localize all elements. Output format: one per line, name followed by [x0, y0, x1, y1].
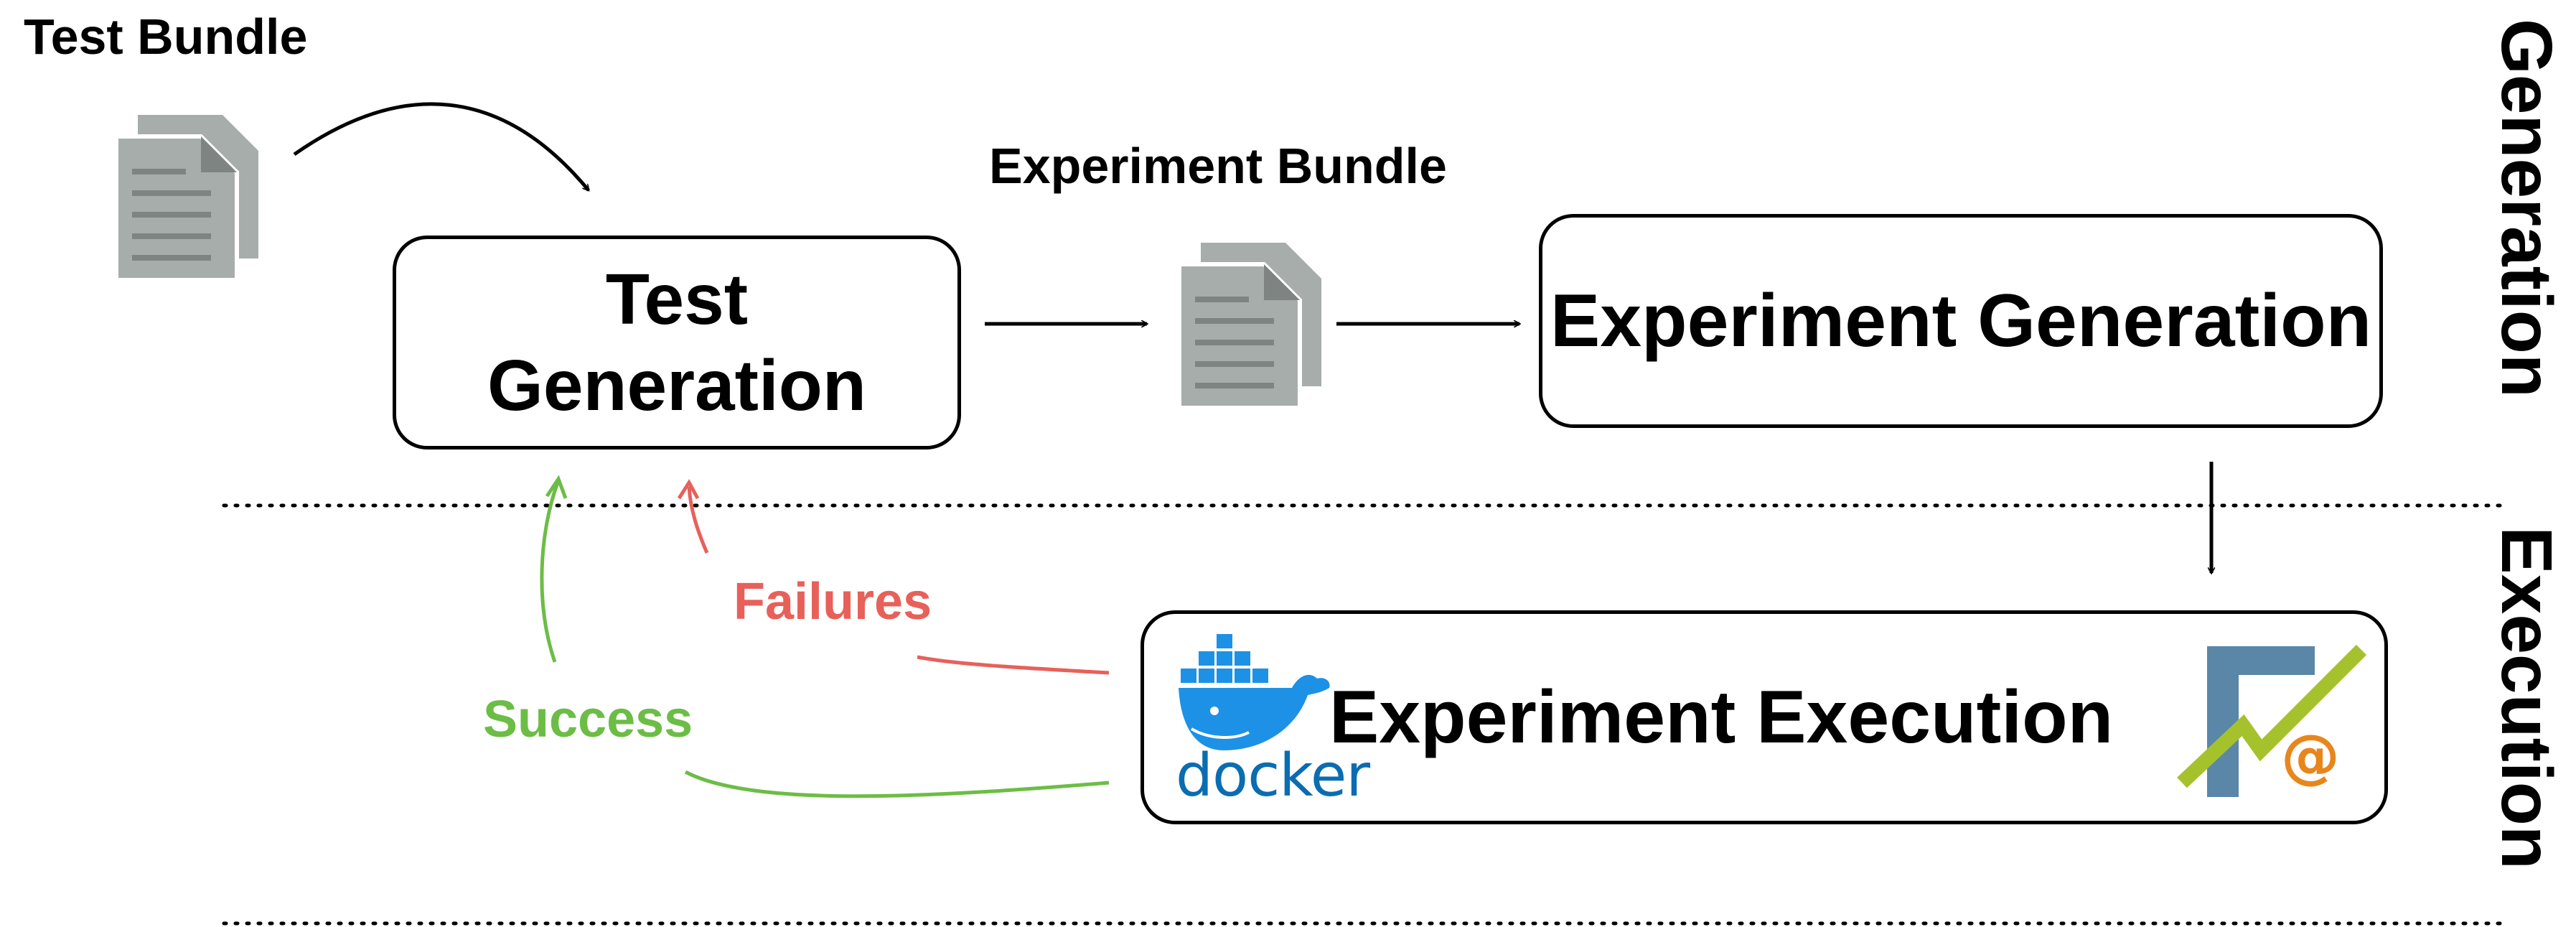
- failures-feedback-line: [917, 655, 1110, 675]
- failures-feedback-arrow: [687, 486, 709, 554]
- experiment-generation-box: Experiment Generation: [1539, 214, 2383, 428]
- success-arrowhead: [545, 475, 568, 499]
- docker-logo: docker: [1176, 632, 1378, 810]
- fat-logo: F @: [2175, 643, 2369, 808]
- test-generation-label-line1: Test: [605, 259, 749, 340]
- experiment-execution-label: Experiment Execution: [1329, 675, 2114, 759]
- test-generation-box: Test Generation: [393, 236, 961, 449]
- success-feedback-line: [684, 770, 1110, 798]
- experiment-generation-label: Experiment Generation: [1550, 279, 2372, 363]
- generation-phase-label: Generation: [2486, 19, 2567, 398]
- experiment-bundle-label: Experiment Bundle: [989, 138, 1447, 194]
- failures-arrowhead: [677, 479, 700, 500]
- test-bundle-document-icon: [114, 115, 258, 282]
- experiment-bundle-document-icon: [1177, 243, 1321, 410]
- success-label: Success: [483, 691, 693, 748]
- fat-logo-at: @: [2281, 722, 2340, 791]
- test-generation-label-line2: Generation: [487, 345, 866, 426]
- execution-phase-label: Execution: [2486, 526, 2567, 870]
- experiment-execution-box: Experiment Execution: [1141, 610, 2388, 824]
- success-feedback-arrow: [540, 482, 560, 663]
- bundle-to-test-generation-arrow: [293, 102, 590, 190]
- failures-label: Failures: [734, 573, 932, 630]
- docker-logo-text: docker: [1176, 742, 1370, 810]
- test-bundle-label: Test Bundle: [24, 9, 308, 65]
